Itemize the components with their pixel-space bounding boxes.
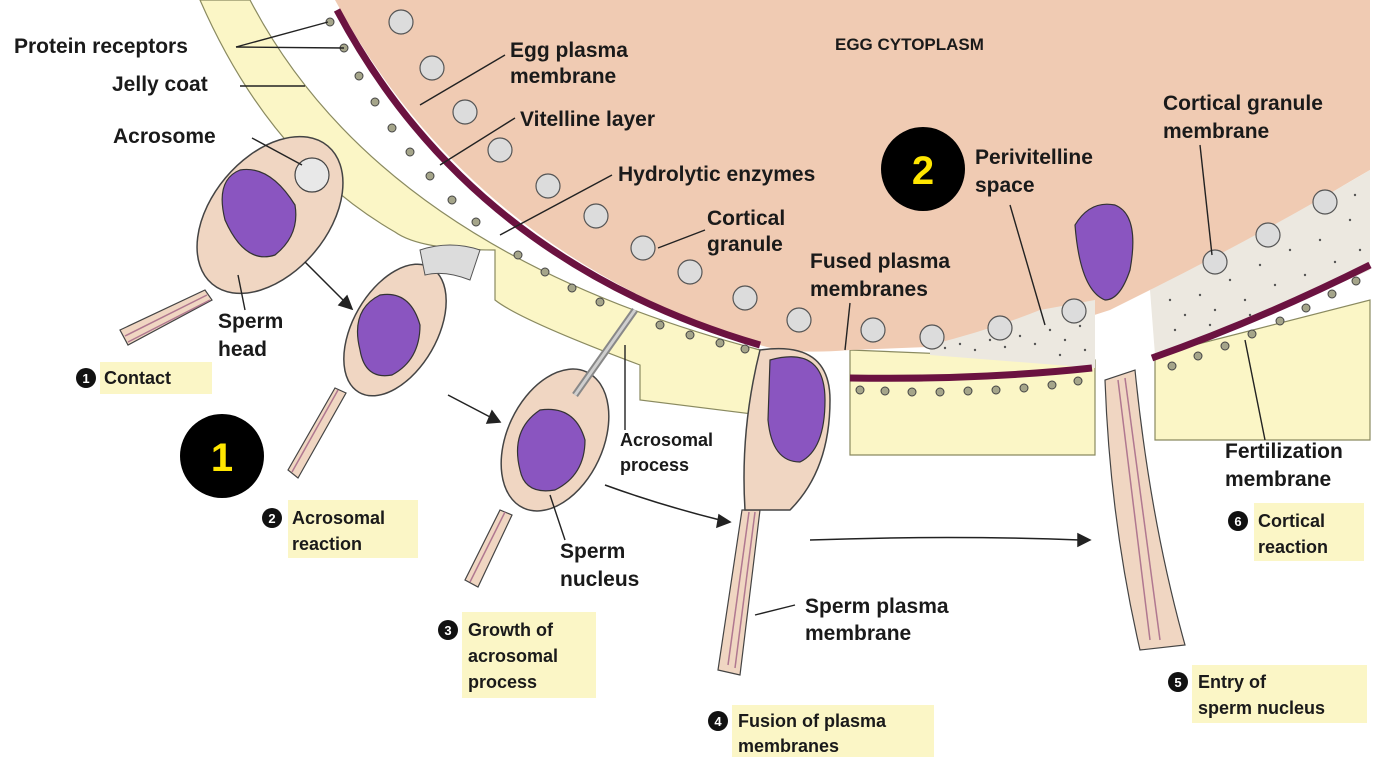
label-cortical-granule-2: granule bbox=[707, 233, 783, 256]
label-sperm-head-2: head bbox=[218, 338, 267, 361]
svg-text:reaction: reaction bbox=[1258, 537, 1328, 557]
label-perivitelline-space-2: space bbox=[975, 174, 1035, 197]
svg-text:Cortical: Cortical bbox=[1258, 511, 1325, 531]
svg-text:Fusion of plasma: Fusion of plasma bbox=[738, 711, 887, 731]
svg-text:acrosomal: acrosomal bbox=[468, 646, 558, 666]
step-5: 5 Entry of sperm nucleus bbox=[1168, 665, 1367, 723]
step-4: 4 Fusion of plasma membranes bbox=[708, 705, 934, 757]
label-acrosome: Acrosome bbox=[113, 125, 216, 148]
svg-text:1: 1 bbox=[82, 371, 89, 386]
label-protein-receptors: Protein receptors bbox=[14, 35, 188, 58]
svg-text:2: 2 bbox=[912, 149, 934, 193]
step-6: 6 Cortical reaction bbox=[1228, 503, 1364, 561]
label-egg-plasma-membrane-1: Egg plasma bbox=[510, 39, 628, 62]
label-hydrolytic-enzymes: Hydrolytic enzymes bbox=[618, 163, 815, 186]
label-acrosomal-process-1: Acrosomal bbox=[620, 430, 713, 450]
label-sperm-head-1: Sperm bbox=[218, 310, 283, 333]
step-1: 1 Contact bbox=[76, 362, 212, 394]
label-vitelline-layer: Vitelline layer bbox=[520, 108, 655, 131]
step-2: 2 Acrosomal reaction bbox=[262, 500, 418, 558]
label-egg-cytoplasm: EGG CYTOPLASM bbox=[835, 35, 984, 54]
svg-text:Entry of: Entry of bbox=[1198, 672, 1267, 692]
label-sperm-nucleus-2: nucleus bbox=[560, 568, 639, 591]
label-fertilization-membrane-1: Fertilization bbox=[1225, 440, 1343, 463]
svg-text:1: 1 bbox=[211, 436, 233, 480]
svg-text:membranes: membranes bbox=[738, 736, 839, 756]
svg-text:3: 3 bbox=[444, 623, 451, 638]
svg-text:Acrosomal: Acrosomal bbox=[292, 508, 385, 528]
svg-text:5: 5 bbox=[1174, 675, 1181, 690]
svg-text:2: 2 bbox=[268, 511, 275, 526]
label-fertilization-membrane-2: membrane bbox=[1225, 468, 1331, 491]
label-fused-plasma-membranes-1: Fused plasma bbox=[810, 250, 950, 273]
label-sperm-plasma-membrane-1: Sperm plasma bbox=[805, 595, 949, 618]
svg-text:reaction: reaction bbox=[292, 534, 362, 554]
label-sperm-nucleus-1: Sperm bbox=[560, 540, 625, 563]
marker-1: 1 bbox=[180, 414, 264, 498]
svg-text:sperm nucleus: sperm nucleus bbox=[1198, 698, 1325, 718]
label-fused-plasma-membranes-2: membranes bbox=[810, 278, 928, 301]
jelly-coat-right bbox=[850, 350, 1095, 455]
label-cortical-granule-membrane-1: Cortical granule bbox=[1163, 92, 1323, 115]
label-cortical-granule-1: Cortical bbox=[707, 207, 785, 230]
label-sperm-plasma-membrane-2: membrane bbox=[805, 622, 911, 645]
marker-2: 2 bbox=[881, 127, 965, 211]
svg-text:process: process bbox=[468, 672, 537, 692]
step-3: 3 Growth of acrosomal process bbox=[438, 612, 596, 698]
svg-text:4: 4 bbox=[714, 714, 722, 729]
svg-text:Growth of: Growth of bbox=[468, 620, 554, 640]
label-acrosomal-process-2: process bbox=[620, 455, 689, 475]
label-cortical-granule-membrane-2: membrane bbox=[1163, 120, 1269, 143]
label-egg-plasma-membrane-2: membrane bbox=[510, 65, 616, 88]
svg-text:6: 6 bbox=[1234, 514, 1241, 529]
sperm-acrosomal-reaction bbox=[288, 245, 480, 478]
label-perivitelline-space-1: Perivitelline bbox=[975, 146, 1093, 169]
svg-text:Contact: Contact bbox=[104, 368, 171, 388]
label-jelly-coat: Jelly coat bbox=[112, 73, 208, 96]
